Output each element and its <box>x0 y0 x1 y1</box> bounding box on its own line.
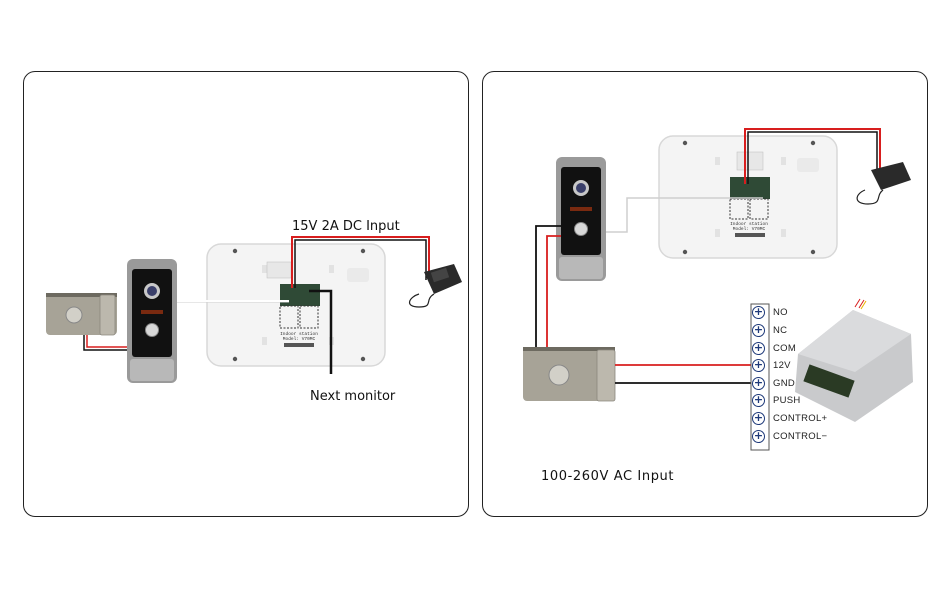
terminal-label-com: COM <box>773 343 797 354</box>
dc-power-wire-red <box>291 236 430 288</box>
terminal-label-12v: 12V <box>773 360 791 371</box>
terminal-screw-icon: + <box>752 341 765 355</box>
electric-lock <box>523 347 616 402</box>
terminal-screw-icon: + <box>752 305 765 319</box>
terminal-label-no: NO <box>773 307 788 318</box>
monitor-sticker-line1: Indoor station <box>280 331 318 337</box>
dc-power-wire-black <box>294 239 427 288</box>
terminal-screw-icon: + <box>752 429 765 443</box>
power-adapter <box>856 162 911 205</box>
terminal-label-control-minus: CONTROL− <box>773 431 828 442</box>
lock-wire-black <box>83 335 127 351</box>
terminal-screw-icon: + <box>752 323 765 337</box>
camera-lock-wire-black <box>535 225 561 348</box>
terminal-screw-icon: + <box>752 376 765 390</box>
left-diagram-scene: Indoor station Model: V70MC <box>46 236 462 383</box>
monitor-sticker-line2: Model: V70MC <box>283 336 316 342</box>
monitor-sticker-line2: Model: V70MC <box>733 226 766 232</box>
outdoor-camera-unit <box>556 157 606 281</box>
outdoor-camera-unit <box>127 259 177 383</box>
terminal-label-push: PUSH <box>773 395 801 406</box>
wiring-diagram-monitor-lock: Indoor station Model: V70MC <box>23 71 469 517</box>
next-monitor-label: Next monitor <box>310 389 396 404</box>
ac-input-label: 100-260V AC Input <box>541 469 675 484</box>
terminal-screw-icon: + <box>752 358 765 372</box>
speaker-grille <box>347 268 369 282</box>
camera-lock-wire-red <box>546 235 561 348</box>
right-diagram-scene: Indoor station Model: V70MC <box>523 128 913 451</box>
dc-power-wire-red <box>744 128 881 184</box>
terminal-label-nc: NC <box>773 325 788 336</box>
electric-lock <box>46 293 117 336</box>
power-adapter <box>409 264 462 308</box>
wiring-diagram-access-power: Indoor station Model: V70MC <box>482 71 928 517</box>
terminal-screw-icon: + <box>752 411 765 425</box>
access-control-power-supply <box>795 298 913 422</box>
monitor-sticker-line1: Indoor station <box>730 221 768 227</box>
terminal-label-gnd: GND <box>773 378 796 389</box>
dc-input-label: 15V 2A DC Input <box>292 219 400 234</box>
indoor-monitor: Indoor station Model: V70MC <box>206 243 386 367</box>
terminal-label-control-plus: CONTROL+ <box>773 413 828 424</box>
terminal-screw-icon: + <box>752 393 765 407</box>
next-monitor-wire <box>309 289 333 374</box>
lock-wire-red <box>86 335 127 348</box>
camera-to-monitor-wire <box>603 197 763 233</box>
dc-power-wire-black <box>747 131 878 184</box>
